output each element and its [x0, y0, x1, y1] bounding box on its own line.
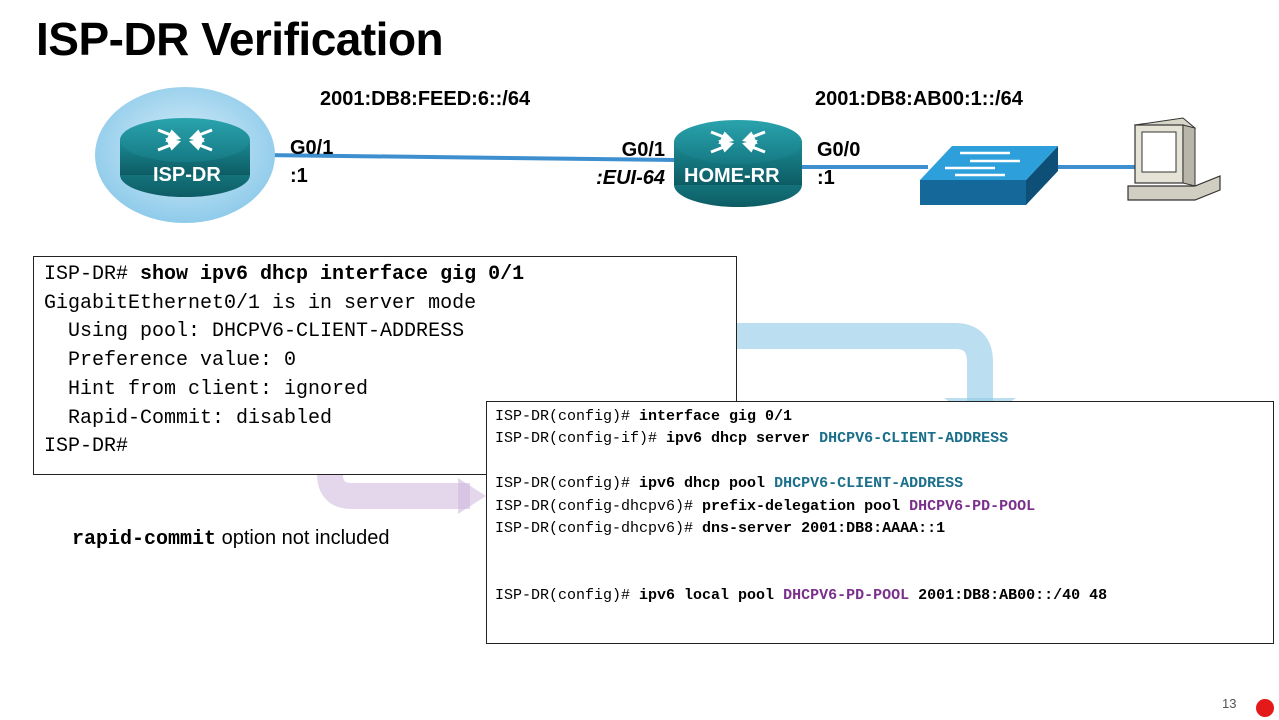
isp-if-addr: :1	[290, 165, 308, 187]
isp-interface-label: G0/1 :1	[290, 134, 333, 190]
rapid-arrowhead	[458, 478, 486, 514]
output-line: GigabitEthernet0/1 is in server mode	[44, 291, 477, 315]
pool-name: DHCPV6-CLIENT-ADDRESS	[819, 430, 1009, 448]
home-lan-if-name: G0/0	[817, 139, 861, 161]
isp-if-name: G0/1	[290, 137, 334, 159]
home-wan-if-name: G0/1	[621, 139, 665, 161]
blank-line	[495, 540, 1273, 562]
config-command: ipv6 local pool	[639, 587, 784, 605]
config-prompt: ISP-DR(config)#	[495, 408, 640, 425]
rapid-commit-note: rapid-commit option not included	[72, 527, 390, 551]
pd-pool-name: DHCPV6-PD-POOL	[909, 497, 1036, 515]
config-commands-box: ISP-DR(config)# interface gig 0/1 ISP-DR…	[486, 401, 1274, 644]
config-prompt: ISP-DR(config-if)#	[495, 430, 667, 448]
output-line-prompt: ISP-DR#	[44, 435, 129, 459]
config-prompt: ISP-DR(config-dhcpv6)#	[495, 519, 703, 537]
config-command: dns-server 2001:DB8:AAAA::1	[702, 519, 946, 537]
pool-name: DHCPV6-CLIENT-ADDRESS	[774, 475, 964, 493]
slide-title: ISP-DR Verification	[36, 13, 444, 65]
note-text: option not included	[216, 527, 390, 549]
output-line: Preference value: 0	[44, 349, 297, 373]
show-command-line: ISP-DR# show ipv6 dhcp interface gig 0/1	[44, 261, 736, 290]
config-command: interface gig 0/1	[639, 408, 793, 425]
pool-highlight-arrow	[564, 323, 993, 412]
isp-router-name: ISP-DR	[153, 164, 221, 186]
config-command: ipv6 dhcp server	[666, 430, 820, 448]
config-line: ISP-DR(config-dhcpv6)# dns-server 2001:D…	[495, 518, 1273, 540]
home-lan-if-addr: :1	[817, 167, 835, 189]
config-prompt: ISP-DR(config)#	[495, 587, 640, 605]
home-wan-interface-label: G0/1 :EUI-64	[583, 136, 665, 192]
network-right-label: 2001:DB8:AB00:1::/64	[815, 88, 1023, 110]
home-router-name: HOME-RR	[684, 165, 780, 187]
config-line: ISP-DR(config)# ipv6 dhcp pool DHCPV6-CL…	[495, 473, 1273, 495]
config-line: ISP-DR(config)# ipv6 local pool DHCPV6-P…	[495, 585, 1273, 607]
slide-number: 13	[1222, 696, 1237, 711]
show-command: show ipv6 dhcp interface gig 0/1	[140, 263, 525, 286]
config-command: ipv6 dhcp pool	[639, 475, 775, 493]
network-left-label: 2001:DB8:FEED:6::/64	[320, 88, 531, 110]
config-line: ISP-DR(config-if)# ipv6 dhcp server DHCP…	[495, 428, 1273, 450]
pc-icon	[1127, 117, 1221, 201]
home-lan-interface-label: G0/0 :1	[817, 136, 860, 192]
home-router-icon	[674, 120, 802, 207]
config-command: prefix-delegation pool	[702, 497, 910, 515]
blank-line	[495, 563, 1273, 585]
laser-pointer-dot	[1256, 699, 1274, 717]
config-line: ISP-DR(config-dhcpv6)# prefix-delegation…	[495, 496, 1273, 518]
isp-router-icon	[95, 87, 275, 223]
config-prompt: ISP-DR(config)#	[495, 475, 640, 493]
pd-pool-name: DHCPV6-PD-POOL	[783, 587, 910, 605]
config-prompt: ISP-DR(config-dhcpv6)#	[495, 497, 703, 515]
show-prompt: ISP-DR#	[44, 263, 141, 286]
blank-line	[495, 451, 1273, 473]
switch-icon	[920, 146, 1058, 205]
output-line-pool: Using pool: DHCPV6-CLIENT-ADDRESS	[44, 320, 465, 344]
config-command-tail: 2001:DB8:AB00::/40 48	[909, 587, 1108, 605]
link-isp-home	[261, 153, 677, 162]
config-line: ISP-DR(config)# interface gig 0/1	[495, 406, 1273, 428]
home-wan-if-addr: :EUI-64	[596, 167, 665, 189]
output-line-rapid-commit: Rapid-Commit: disabled	[44, 406, 333, 430]
note-keyword: rapid-commit	[72, 528, 217, 551]
output-line: Hint from client: ignored	[44, 377, 369, 401]
